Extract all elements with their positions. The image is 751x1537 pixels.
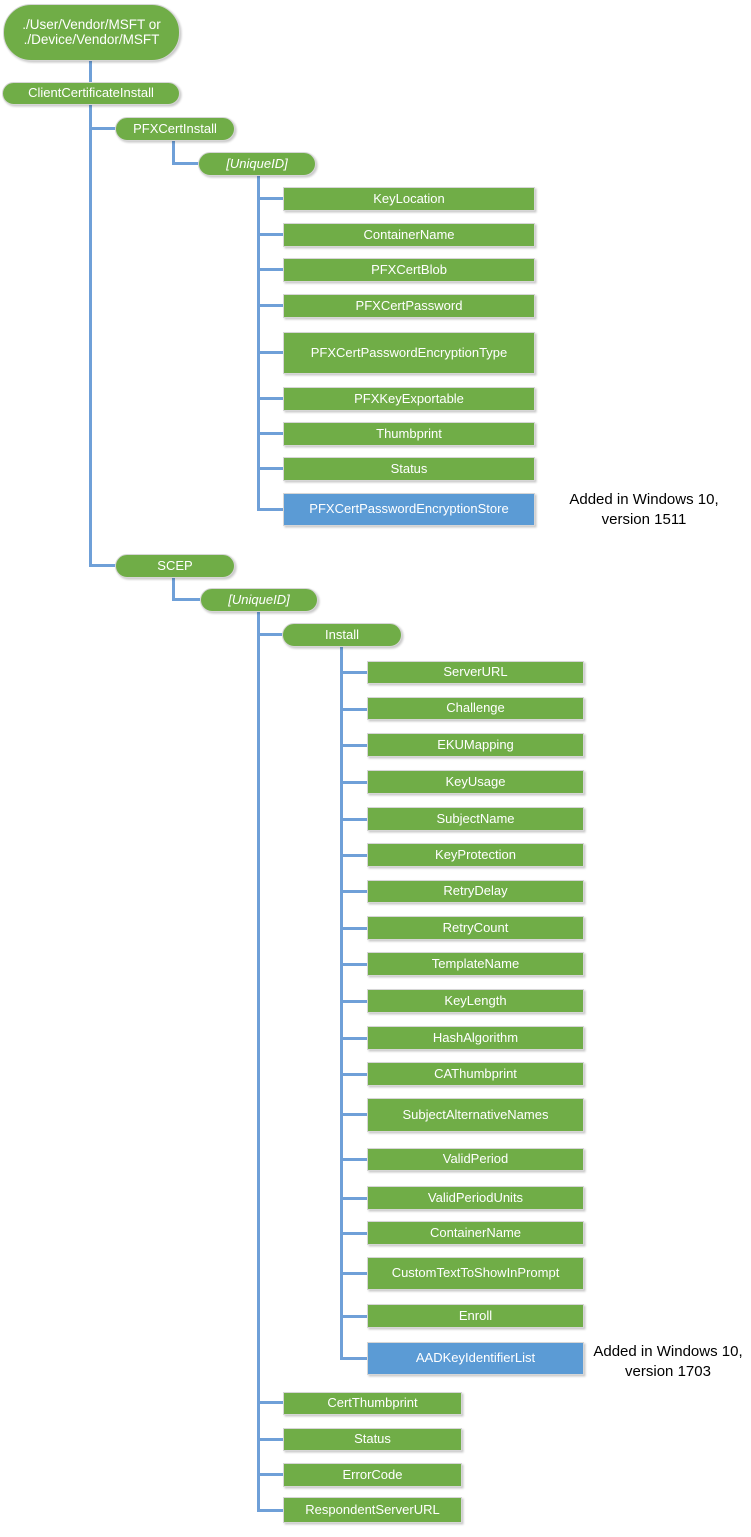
connector-branch [257,1438,283,1441]
node-keylocation: KeyLocation [283,187,535,211]
annotation-1703-line1: Added in Windows 10, [593,1343,743,1360]
node-pfxcertpassword: PFXCertPassword [283,294,535,318]
connector-branch [340,854,367,857]
connector-branch [340,927,367,930]
node-serverurl: ServerURL [367,661,584,684]
connector-branch [257,467,284,470]
connector-scep-down [172,577,175,601]
connector-scep-uniqueid-down [257,611,260,1512]
node-containername-scep: ContainerName [367,1221,584,1245]
node-thumbprint: Thumbprint [283,422,535,446]
connector-branch [257,1473,283,1476]
node-enroll: Enroll [367,1304,584,1328]
node-pfx-uniqueid: [UniqueID] [198,152,316,176]
connector-branch [340,818,367,821]
connector-branch [257,432,284,435]
connector-branch [257,233,284,236]
connector-branch [257,351,284,354]
node-pfxkeyexportable: PFXKeyExportable [283,387,535,411]
connector-pfx-down [172,141,175,165]
node-keyprotection: KeyProtection [367,843,584,867]
connector-branch [340,1315,367,1318]
node-status-pfx: Status [283,457,535,481]
node-aadkeyidentifierlist: AADKeyIdentifierList [367,1342,584,1375]
node-pfxcertpasswordencryptiontype: PFXCertPasswordEncryptionType [283,332,535,374]
node-clientcertificateinstall: ClientCertificateInstall [2,82,180,105]
node-ekumapping: EKUMapping [367,733,584,757]
node-pfxcertpasswordencryptionstore: PFXCertPasswordEncryptionStore [283,493,535,526]
connector-branch [340,890,367,893]
node-errorcode: ErrorCode [283,1463,462,1487]
node-validperiod: ValidPeriod [367,1148,584,1171]
node-templatename: TemplateName [367,952,584,976]
node-customtexttoshowinprompt: CustomTextToShowInPrompt [367,1257,584,1290]
node-validperiodunits: ValidPeriodUnits [367,1186,584,1210]
node-pfxcertblob: PFXCertBlob [283,258,535,282]
connector-root-to-cci [89,60,92,83]
node-challenge: Challenge [367,697,584,720]
connector-branch [257,197,284,200]
node-containername-pfx: ContainerName [283,223,535,247]
connector-branch [340,963,367,966]
node-subjectname: SubjectName [367,807,584,831]
connector-branch [257,1509,283,1512]
annotation-version-1703: Added in Windows 10, version 1703 [585,1342,751,1382]
node-certthumbprint: CertThumbprint [283,1392,462,1415]
connector-branch [340,708,367,711]
node-respondentserverurl: RespondentServerURL [283,1497,462,1523]
node-retrydelay: RetryDelay [367,880,584,903]
node-subjectalternativenames: SubjectAlternativeNames [367,1098,584,1132]
node-cathumbprint: CAThumbprint [367,1062,584,1086]
node-install: Install [282,623,402,647]
connector-branch-scep-uniqueid [172,598,200,601]
node-hashalgorithm: HashAlgorithm [367,1026,584,1050]
node-root-line2: ./Device/Vendor/MSFT [23,31,160,47]
connector-branch [340,1073,367,1076]
connector-install-down [340,646,343,1360]
node-scep-uniqueid: [UniqueID] [200,588,318,612]
connector-branch-pfx-uniqueid [172,162,199,165]
connector-branch [340,1232,367,1235]
connector-branch [340,1037,367,1040]
node-scep: SCEP [115,554,235,578]
node-keylength: KeyLength [367,989,584,1013]
connector-branch [257,304,284,307]
connector-branch [340,1000,367,1003]
node-status-scep: Status [283,1428,462,1451]
connector-branch [257,397,284,400]
connector-branch [340,671,367,674]
connector-branch-pfxcertinstall [89,127,116,130]
annotation-version-1511: Added in Windows 10, version 1511 [538,490,750,530]
connector-branch [257,268,284,271]
node-pfxcertinstall: PFXCertInstall [115,117,235,141]
connector-branch-scep [89,564,116,567]
connector-branch [257,508,284,511]
connector-branch [340,1158,367,1161]
connector-branch [340,1113,367,1116]
connector-branch [340,781,367,784]
connector-pfx-uniqueid-down [257,176,260,511]
node-keyusage: KeyUsage [367,770,584,794]
annotation-1703-line2: version 1703 [625,1363,711,1380]
connector-branch [340,1197,367,1200]
connector-cci-trunk [89,105,92,567]
node-root: ./User/Vendor/MSFT or ./Device/Vendor/MS… [3,4,180,61]
connector-branch [340,1357,367,1360]
connector-branch [340,744,367,747]
connector-branch [340,1272,367,1275]
connector-branch [257,1401,283,1404]
annotation-1511-line2: version 1511 [601,511,687,528]
node-root-line1: ./User/Vendor/MSFT or [22,16,161,32]
node-retrycount: RetryCount [367,916,584,940]
annotation-1511-line1: Added in Windows 10, [569,491,719,508]
connector-branch-install [257,633,283,636]
